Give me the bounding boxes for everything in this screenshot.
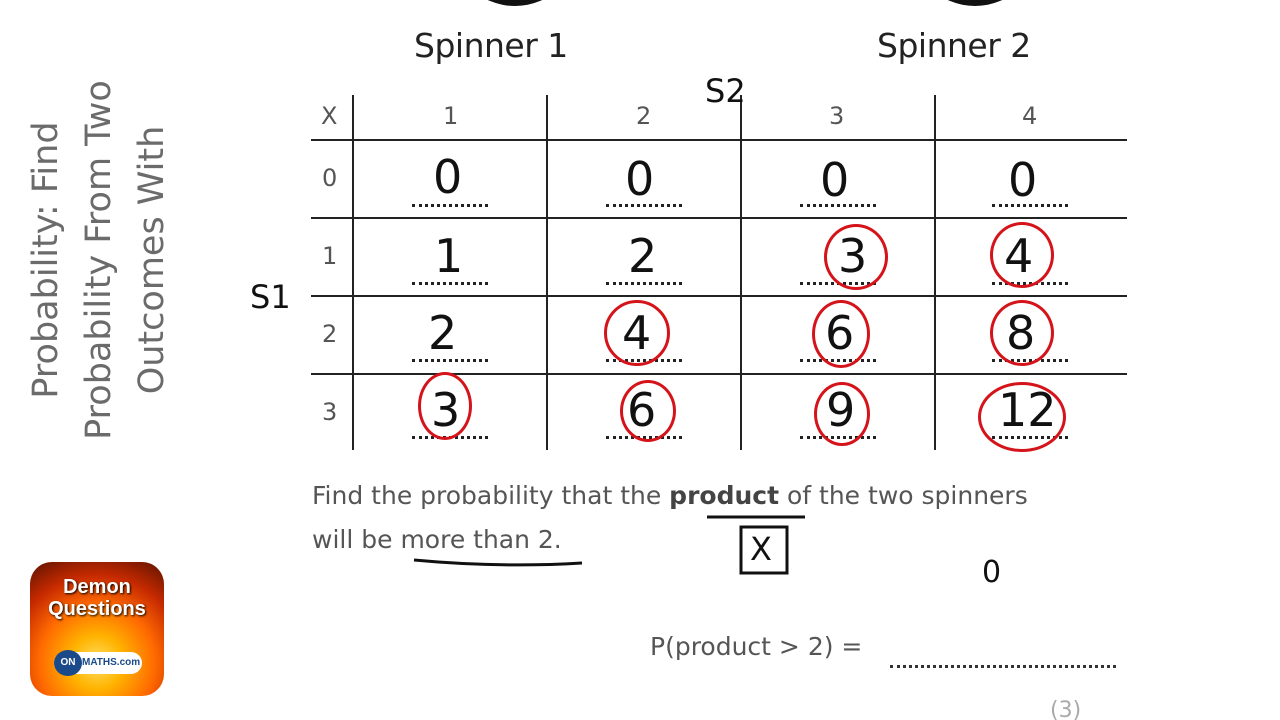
circled-outcome [418, 372, 472, 440]
handwritten-product: 0 [433, 150, 463, 204]
row-header: 0 [322, 164, 338, 192]
annotation-times: X [750, 530, 772, 568]
circled-outcome [604, 300, 670, 366]
video-title: Probability: Find Probability From Two O… [26, 80, 172, 440]
col-header: 4 [1022, 102, 1038, 130]
question-post: of the two spinners [779, 481, 1028, 510]
cell-dotline [992, 204, 1068, 207]
handwritten-product: 2 [428, 306, 458, 360]
question-line-2: will be more than 2. [312, 518, 1112, 562]
question-pre: Find the probability that the [312, 481, 670, 510]
circled-outcome [990, 300, 1054, 366]
logo-line-1: Demon [63, 576, 131, 598]
row-header: 2 [322, 320, 338, 348]
question-line2-pre: will be [312, 525, 401, 554]
spinner-1-graphic [450, 0, 580, 6]
cell-dotline [606, 204, 682, 207]
table-corner-x: X [321, 102, 338, 130]
col-header: 2 [636, 102, 652, 130]
logo-line-2: Questions [48, 598, 146, 620]
circled-outcome [978, 382, 1066, 452]
handwritten-product: 0 [625, 152, 655, 206]
demon-questions-logo: Demon Questions MATHS.com ON [30, 562, 164, 696]
circled-outcome [990, 222, 1054, 288]
question-line-1: Find the probability that the product of… [312, 474, 1112, 518]
circled-outcome [824, 224, 888, 290]
row-header: 3 [322, 398, 338, 426]
question-text: Find the probability that the product of… [312, 474, 1112, 562]
handwritten-product: 0 [1008, 153, 1038, 207]
row-header: 1 [322, 242, 338, 270]
handwritten-product: 1 [434, 229, 464, 283]
cell-dotline [412, 359, 488, 362]
col-header: 1 [443, 102, 459, 130]
cell-dotline [412, 282, 488, 285]
circled-outcome [812, 300, 870, 368]
question-line2-underlined: more than 2. [400, 525, 562, 554]
cell-dotline [800, 204, 876, 207]
spinner-2-label: Spinner 2 [877, 26, 1031, 65]
circled-outcome [814, 382, 870, 446]
handwritten-product: 0 [820, 153, 850, 207]
circled-outcome [620, 380, 676, 442]
question-bold: product [669, 481, 780, 510]
answer-label: P(product > 2) = [650, 632, 863, 661]
cell-dotline [606, 282, 682, 285]
spinner-2-graphic [910, 0, 1040, 6]
logo-badge-circle: ON [54, 650, 82, 676]
annotation-s1: S1 [250, 278, 291, 316]
annotation-zero: 0 [982, 555, 1002, 590]
annotation-s2: S2 [705, 72, 746, 110]
col-header: 3 [829, 102, 845, 130]
spinner-1-label: Spinner 1 [414, 26, 568, 65]
cell-dotline [412, 204, 488, 207]
answer-dotline [890, 665, 1116, 668]
handwritten-product: 2 [628, 229, 658, 283]
marks-label: (3) [1050, 698, 1082, 720]
